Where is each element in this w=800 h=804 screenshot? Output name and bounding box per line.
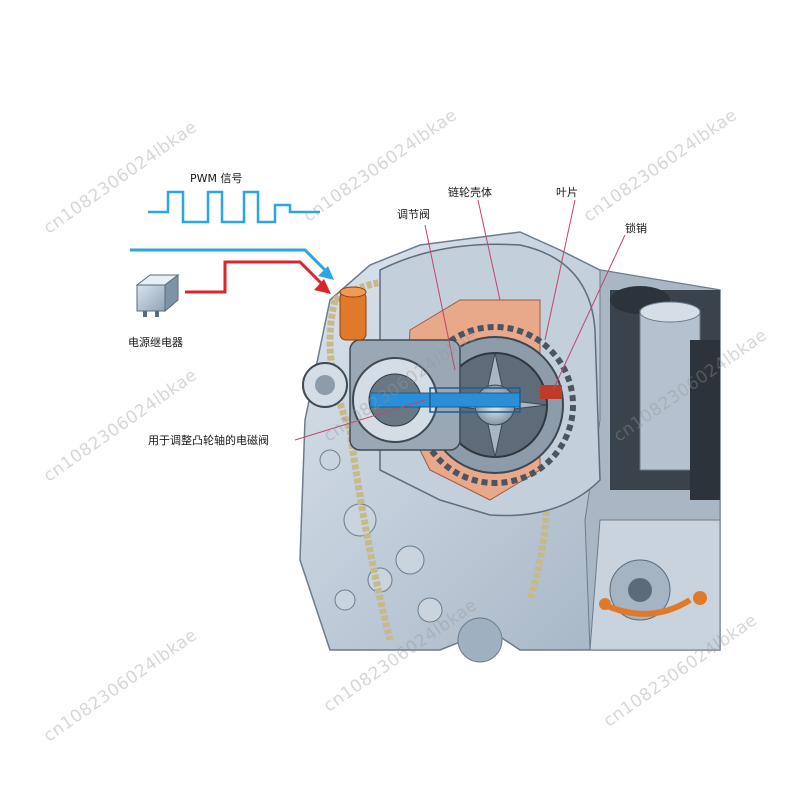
signal-arrowhead	[318, 266, 334, 280]
signal-line	[130, 248, 332, 277]
solenoid-cap	[339, 291, 367, 341]
solenoid-valve-label: 用于调整凸轮轴的电磁阀	[148, 434, 269, 447]
orange-part-lower-right	[599, 591, 707, 617]
control-valve-label: 调节阀	[397, 208, 430, 221]
solenoid-assembly	[302, 339, 521, 451]
pwm-signal-wave	[148, 190, 320, 224]
pwm-signal-label: PWM 信号	[190, 172, 243, 185]
locking-pin-shape	[540, 385, 562, 399]
power-relay-icon	[135, 273, 180, 317]
control-line	[185, 260, 327, 294]
leader-lines	[294, 199, 626, 441]
control-arrowhead	[314, 279, 331, 294]
locking-pin-label: 锁销	[625, 222, 647, 235]
vane-label: 叶片	[556, 186, 578, 199]
sprocket-housing-label: 链轮壳体	[448, 186, 492, 199]
power-relay-label: 电源继电器	[128, 336, 183, 349]
